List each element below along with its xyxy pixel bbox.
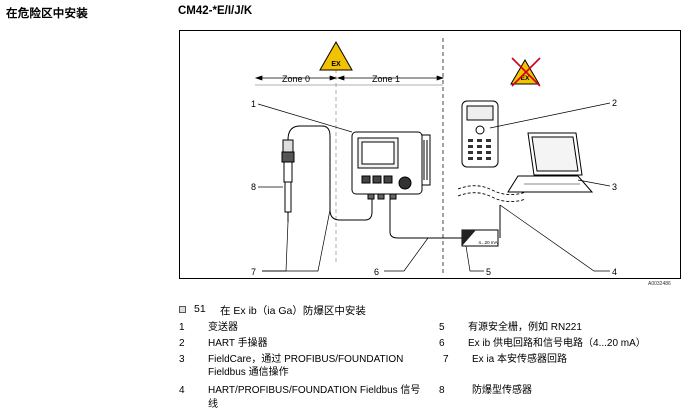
diagram-frame (179, 30, 681, 279)
legend-num-4: 4 (179, 385, 185, 396)
callout-6: 6 (374, 267, 379, 277)
ex-symbol: EX (331, 61, 341, 68)
figure-number: 51 (194, 303, 206, 315)
callout-4: 4 (612, 267, 617, 277)
ex-warning-icon: EX (319, 40, 353, 71)
fieldbus-signal-wave (457, 185, 527, 202)
callout-8: 8 (251, 182, 256, 192)
zone0-label: Zone 0 (282, 74, 310, 84)
legend-text-4: HART/PROFIBUS/FOUNDATION Fieldbus 信号 (208, 385, 421, 396)
legend-num-3: 3 (179, 354, 185, 365)
barrier-label: 4...20 mA (478, 240, 497, 245)
legend-text-5: 有源安全栅，例如 RN221 (468, 322, 582, 333)
sensor (281, 139, 295, 222)
model-code: CM42-*E/I/J/K (178, 5, 253, 17)
legend-text-3: FieldCare，通过 PROFIBUS/FOUNDATION (208, 354, 404, 365)
callout-7: 7 (251, 267, 256, 277)
installation-diagram: EX EX Zone 0 Zone 1 (251, 38, 617, 277)
legend-num-5: 5 (439, 322, 445, 333)
ex-symbol-crossed: EX (521, 75, 530, 82)
figure-caption: 在 Ex ib（ia Ga）防爆区中安装 (220, 305, 366, 317)
callout-2: 2 (612, 98, 617, 108)
legend-text-4b: 线 (208, 399, 218, 410)
figure-icon (179, 306, 186, 313)
legend-num-7: 7 (443, 354, 449, 365)
legend-num-8: 8 (439, 385, 445, 396)
legend-num-2: 2 (179, 338, 185, 349)
section-title: 在危险区中安装 (6, 6, 88, 20)
legend-num-6: 6 (439, 338, 445, 349)
legend-text-6: Ex ib 供电回路和信号电路（4...20 mA） (468, 338, 646, 349)
legend-text-7: Ex ia 本安传感器回路 (472, 354, 568, 365)
legend-text-1: 变送器 (208, 322, 238, 333)
legend-num-1: 1 (179, 322, 185, 333)
active-barrier: 4...20 mA (461, 229, 499, 247)
callout-1: 1 (251, 99, 256, 109)
non-ex-icon: EX (510, 57, 541, 87)
legend-text-2: HART 手操器 (208, 338, 268, 349)
legend-text-8: 防爆型传感器 (472, 385, 532, 396)
hart-handheld (461, 100, 499, 168)
transmitter (351, 131, 431, 200)
callout-3: 3 (612, 182, 617, 192)
laptop (507, 132, 594, 193)
document-id: A0032486 (648, 281, 671, 287)
zone-arrows (254, 75, 445, 86)
zone1-label: Zone 1 (372, 74, 400, 84)
callout-5: 5 (486, 267, 491, 277)
legend-text-3b: Fieldbus 通信操作 (208, 367, 289, 378)
callout-leaders (257, 102, 611, 272)
